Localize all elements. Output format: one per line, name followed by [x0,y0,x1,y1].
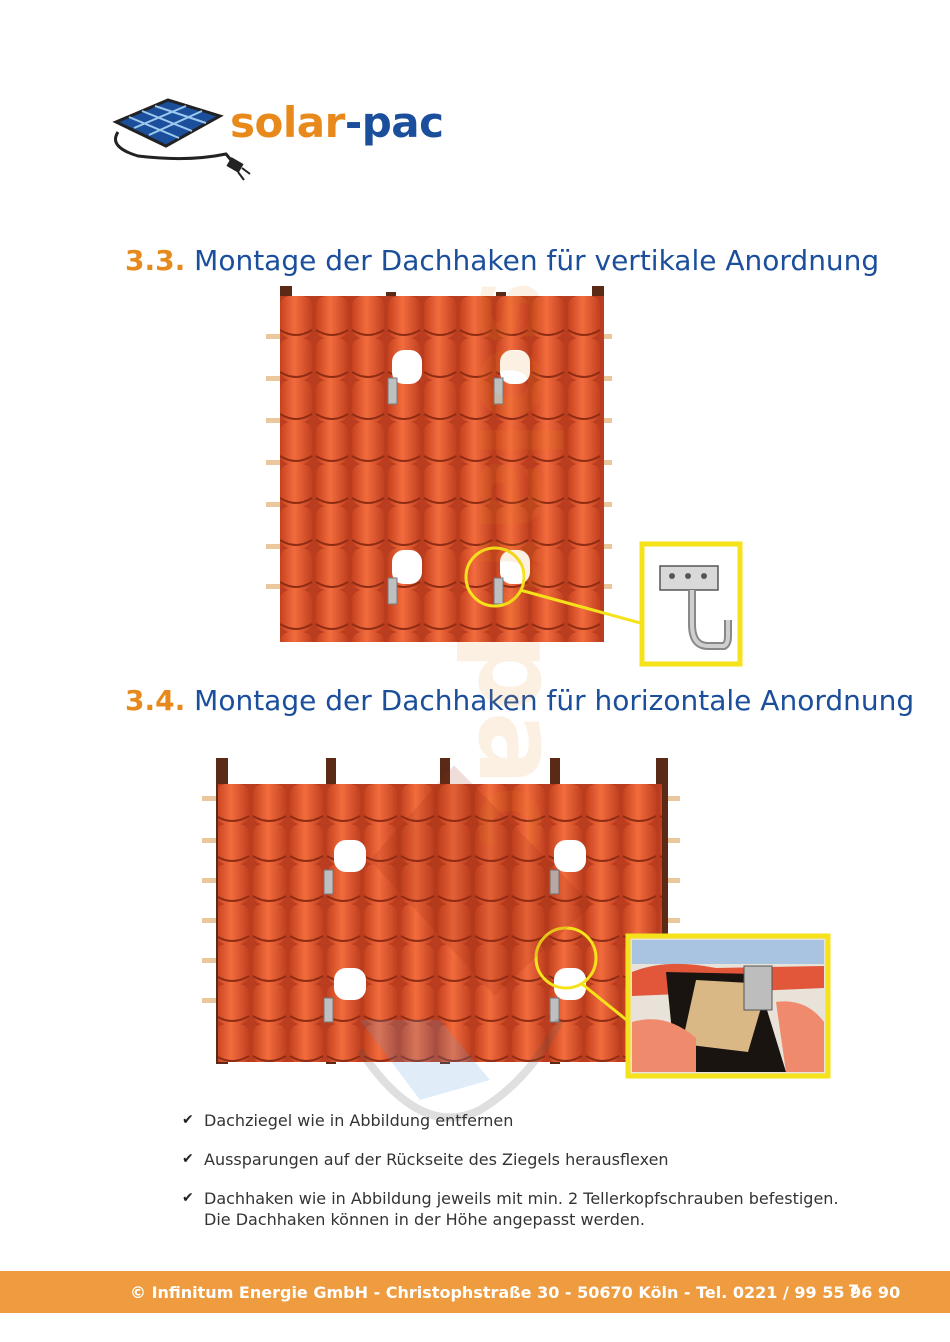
section-heading-3-4: 3.4. Montage der Dachhaken für horizonta… [125,684,914,717]
logo-text-solar: solar [230,98,345,147]
list-item-text-continued: Die Dachhaken können in der Höhe angepas… [204,1210,645,1229]
check-icon: ✔ [182,1112,194,1128]
list-item-text: Dachhaken wie in Abbildung jeweils mit m… [204,1189,839,1208]
roof-illustration-horizontal [202,758,831,1079]
check-icon: ✔ [182,1151,194,1167]
list-item-text: Aussparungen auf der Rückseite des Ziege… [204,1150,669,1169]
list-item: ✔ Dachhaken wie in Abbildung jeweils mit… [182,1188,842,1230]
roof-illustration-vertical [266,286,743,667]
instruction-list: ✔ Dachziegel wie in Abbildung entfernen … [182,1110,842,1248]
check-icon: ✔ [182,1190,194,1206]
page-number: 7 [848,1281,860,1300]
logo-text-pac: -pac [344,98,444,147]
section-number: 3.3. [125,244,186,277]
section-number: 3.4. [125,684,186,717]
section-heading-3-3: 3.3. Montage der Dachhaken für vertikale… [125,244,879,277]
solar-pac-logo: solar-pac [108,92,448,192]
solar-panel-plug-icon [112,98,251,181]
section-title: Montage der Dachhaken für vertikale Anor… [194,244,880,277]
section-title: Montage der Dachhaken für horizontale An… [194,684,915,717]
list-item-text: Dachziegel wie in Abbildung entfernen [204,1111,514,1130]
roof-hook-drawing [659,565,732,650]
page-footer: © Infinitum Energie GmbH - Christophstra… [0,1271,950,1313]
list-item: ✔ Aussparungen auf der Rückseite des Zie… [182,1149,842,1170]
footer-company-info: © Infinitum Energie GmbH - Christophstra… [130,1283,901,1302]
mounted-hook-photo [625,933,831,1079]
list-item: ✔ Dachziegel wie in Abbildung entfernen [182,1110,842,1131]
